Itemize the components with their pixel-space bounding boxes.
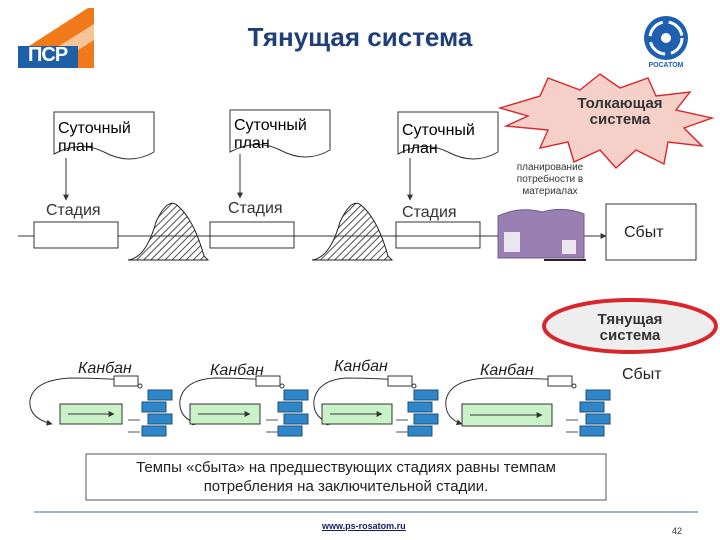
psr-logo-text: ПСР: [28, 44, 68, 66]
kanban-card-stack: [141, 389, 173, 437]
stage-label: Стадия: [402, 204, 457, 221]
factory-icon: [497, 208, 586, 261]
kanban-label: Канбан: [480, 362, 534, 379]
process-box: [59, 403, 123, 425]
kanban-tag: [387, 375, 417, 389]
stage-box: [395, 221, 481, 249]
kanban-card-stack: [579, 389, 611, 437]
stage-box: [209, 221, 295, 249]
stage-label: Стадия: [228, 200, 283, 217]
note-box: [85, 453, 607, 501]
kanban-loop: [313, 377, 401, 426]
stage-label: Стадия: [46, 202, 101, 219]
kanban-tag: [255, 375, 285, 389]
psr-logo: [18, 8, 94, 68]
page-number: 42: [672, 526, 683, 536]
process-box: [461, 403, 553, 427]
process-box: [189, 403, 261, 425]
inventory-pile: [311, 202, 394, 261]
pull-sales-label: Сбыт: [622, 366, 662, 383]
inventory-pile: [127, 202, 210, 261]
kanban-tag: [113, 375, 143, 389]
kanban-label: Канбан: [210, 362, 264, 379]
stage-box: [33, 221, 119, 249]
process-box: [321, 403, 393, 425]
push-sales-box: [605, 203, 697, 261]
plan-document: [53, 111, 155, 160]
kanban-card-stack: [277, 389, 309, 437]
kanban-loop: [179, 377, 271, 426]
rosatom-logo-text: РОСАТОМ: [648, 62, 684, 69]
pull-system-ellipse: [542, 298, 718, 354]
kanban-tag: [547, 375, 577, 389]
push-sales-label: Сбыт: [624, 224, 664, 241]
plan-document: [229, 109, 331, 158]
kanban-label: Канбан: [334, 358, 388, 375]
kanban-card-stack: [407, 389, 439, 437]
note-text: Темпы «сбыта» на предшествующих стадиях …: [136, 459, 556, 495]
rosatom-logo: [644, 16, 688, 60]
push-system-burst: [497, 73, 715, 169]
kanban-loop: [445, 377, 567, 426]
plan-document: [397, 111, 499, 160]
page-title: Тянущая система: [247, 22, 473, 52]
kanban-loop: [29, 377, 129, 426]
footer-link[interactable]: www.ps-rosatom.ru: [322, 521, 406, 531]
stack-ticks: [128, 419, 578, 433]
kanban-label: Канбан: [78, 360, 132, 377]
